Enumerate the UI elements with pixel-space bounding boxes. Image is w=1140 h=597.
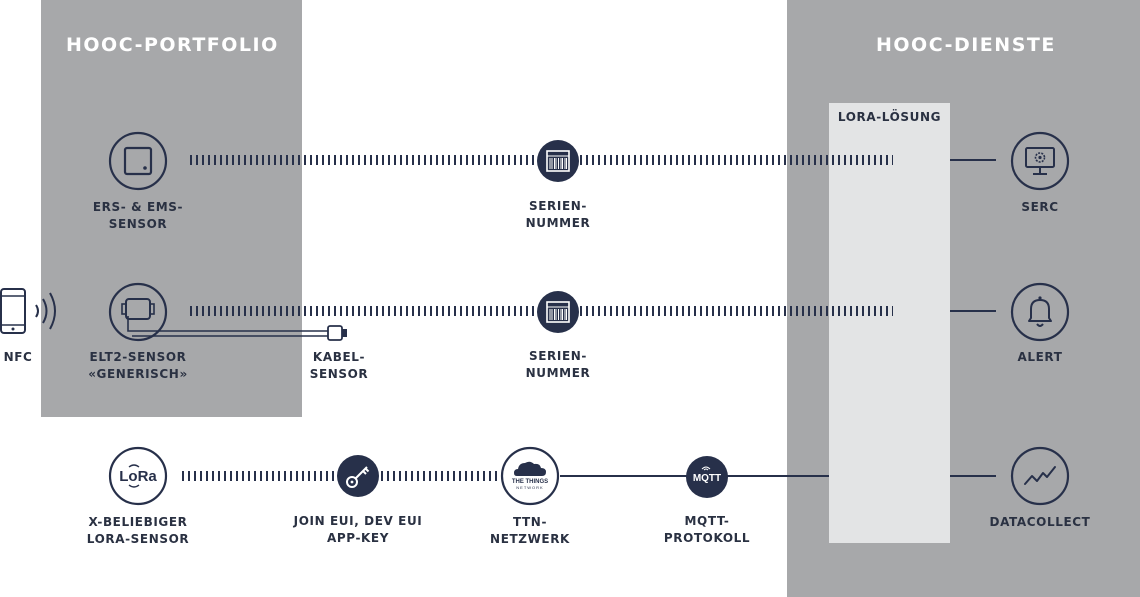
serc-monitor-gear-icon: [1010, 131, 1070, 191]
serial-number-1-label: SERIEN- NUMMER: [526, 198, 591, 232]
elt2-sensor-label: ELT2-SENSOR «GENERISCH»: [88, 349, 188, 383]
lora-line2: LORA-SENSOR: [86, 532, 190, 546]
kabel-line1: KABEL-: [312, 350, 366, 364]
alert-label: ALERT: [1017, 350, 1063, 364]
serial2-line1: SERIEN-: [529, 349, 587, 363]
svg-text:NETWORK: NETWORK: [516, 485, 543, 490]
lora-sensor-label: X-BELIEBIGER LORA-SENSOR: [87, 514, 190, 548]
ers-sensor-label: ERS- & EMS- SENSOR: [93, 199, 183, 233]
elt2-line2: «GENERISCH»: [88, 367, 188, 381]
services-title: HOOC-DIENSTE: [876, 34, 1056, 56]
nfc-phone-icon: [0, 288, 56, 334]
barcode-icon: [537, 291, 579, 333]
ttn-cloud-icon: THE THINGS NETWORK: [500, 446, 560, 506]
svg-text:MQTT: MQTT: [693, 473, 721, 484]
lora-solution-box: [829, 103, 950, 543]
mqtt-protocol-label: MQTT- PROTOKOLL: [664, 513, 750, 547]
elt2-line1: ELT2-SENSOR: [89, 350, 187, 364]
barcode-icon: [537, 140, 579, 182]
join-line1: JOIN EUI, DEV EUI: [293, 514, 423, 528]
mqtt-line1: MQTT-: [684, 514, 730, 528]
ttn-network-label: TTN- NETZWERK: [490, 514, 570, 548]
portfolio-title: HOOC-PORTFOLIO: [66, 34, 279, 56]
lora-logo-icon: LoRa: [108, 446, 168, 506]
serial-number-2-label: SERIEN- NUMMER: [526, 348, 591, 382]
bell-icon: [1010, 282, 1070, 342]
join-eui-label: JOIN EUI, DEV EUI APP-KEY: [294, 513, 423, 547]
key-icon: [337, 455, 379, 497]
lora-line1: X-BELIEBIGER: [88, 515, 188, 529]
lora-solution-title: LORA-LÖSUNG: [837, 110, 942, 124]
ers-sensor-icon: [108, 131, 168, 191]
serc-label: SERC: [1021, 200, 1059, 214]
kabel-line2: SENSOR: [309, 367, 369, 381]
kabel-sensor-label: KABEL- SENSOR: [310, 349, 369, 383]
serial2-line2: NUMMER: [525, 366, 591, 380]
portfolio-panel: [41, 0, 302, 417]
serial1-line1: SERIEN-: [529, 199, 587, 213]
mqtt-line2: PROTOKOLL: [663, 531, 751, 545]
ers-label-line2: SENSOR: [108, 217, 168, 231]
svg-text:THE THINGS: THE THINGS: [512, 479, 548, 485]
elt2-sensor-icon: [108, 282, 168, 342]
join-line2: APP-KEY: [326, 531, 390, 545]
ers-label-line1: ERS- & EMS-: [92, 200, 184, 214]
chart-trend-icon: [1010, 446, 1070, 506]
cable-plug-icon: [327, 325, 347, 341]
datacollect-label: DATACOLLECT: [989, 515, 1091, 529]
ttn-line2: NETZWERK: [490, 532, 570, 546]
serial1-line2: NUMMER: [525, 216, 591, 230]
cable-line: [127, 316, 330, 337]
svg-text:LoRa: LoRa: [119, 468, 157, 485]
nfc-label: NFC: [3, 350, 33, 364]
ttn-line1: TTN-: [512, 515, 548, 529]
mqtt-logo-icon: MQTT: [686, 456, 728, 498]
